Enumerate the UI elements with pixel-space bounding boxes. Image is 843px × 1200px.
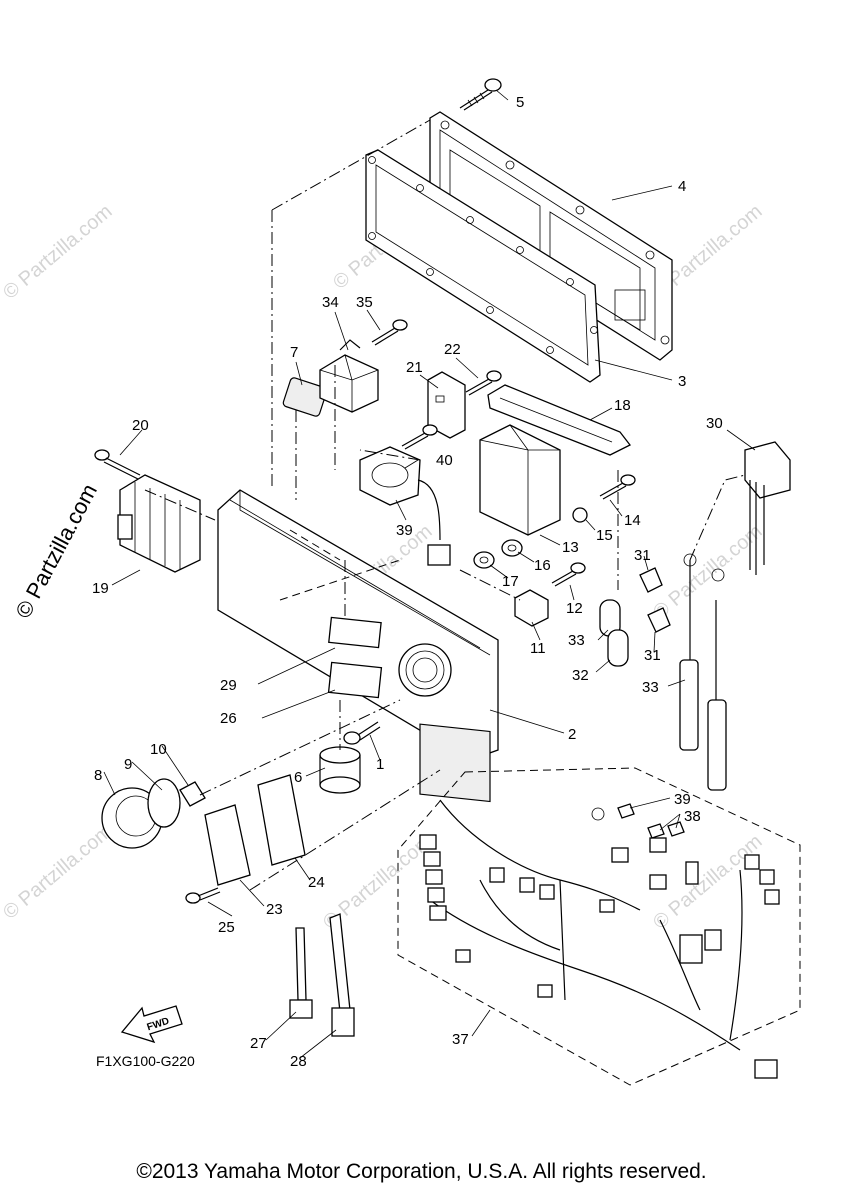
copyright-footer: ©2013 Yamaha Motor Corporation, U.S.A. A… xyxy=(136,1160,707,1183)
part-6-spacer xyxy=(319,746,361,794)
part-24-plate xyxy=(257,774,306,866)
part-number-34: 33 xyxy=(568,632,585,649)
part-4-cover xyxy=(429,111,673,361)
part-37-harness xyxy=(419,799,780,1079)
part-30-connector xyxy=(744,441,791,575)
part-36-screw xyxy=(371,319,408,346)
part-number-33: 33 xyxy=(642,679,659,696)
part-16-grommet xyxy=(501,539,523,557)
part-39-connector xyxy=(617,803,635,819)
part-37-harness-outline xyxy=(397,767,801,1086)
leader-dash xyxy=(689,474,746,561)
part-22-screw xyxy=(465,370,502,396)
watermark-text: © Partzilla.com xyxy=(649,830,766,933)
part-number-2: 2 xyxy=(568,726,576,743)
part-31-nut xyxy=(639,567,663,593)
part-1-bolt xyxy=(343,721,381,745)
part-20-bolt xyxy=(94,449,141,480)
watermark-text: © Partzilla.com xyxy=(0,200,116,303)
diagram-reference-code: F1XG100-G220 xyxy=(96,1053,195,1069)
part-number-24: 24 xyxy=(308,874,325,891)
part-number-25: 25 xyxy=(218,919,235,936)
part-17-grommet xyxy=(473,551,495,569)
part-number-14: 14 xyxy=(624,512,641,529)
part-number-10: 10 xyxy=(150,741,167,758)
part-9-ring xyxy=(147,778,181,828)
part-10-clip xyxy=(179,781,206,807)
part-number-18: 18 xyxy=(614,397,631,414)
part-number-12: 12 xyxy=(566,600,583,617)
part-number-40: 39 xyxy=(396,522,413,539)
part-number-20: 20 xyxy=(132,417,149,434)
part-number-3: 3 xyxy=(678,373,686,390)
part-15-washer xyxy=(572,507,588,523)
part-2-electrical-box xyxy=(217,489,499,803)
part-number-39: 39 xyxy=(674,791,691,808)
part-18-band xyxy=(487,384,631,456)
leader-lines xyxy=(144,119,619,891)
part-27-tie xyxy=(289,927,313,1019)
part-number-32: 32 xyxy=(572,667,589,684)
part-33-cable xyxy=(679,553,727,791)
part-13-control-unit xyxy=(479,424,561,536)
part-number-41: 40 xyxy=(436,452,453,469)
part-number-27: 27 xyxy=(250,1035,267,1052)
part-number-36: 35 xyxy=(356,294,373,311)
part-28-holder xyxy=(329,913,355,1037)
fwd-arrow-icon: FWD xyxy=(120,1005,183,1044)
part-5-screw xyxy=(459,78,502,111)
part-number-22: 22 xyxy=(444,341,461,358)
part-number-7: 7 xyxy=(290,344,298,361)
part-number-35: 34 xyxy=(322,294,339,311)
part-19-rectifier xyxy=(117,474,201,573)
part-number-23: 23 xyxy=(266,901,283,918)
part-number-19: 19 xyxy=(92,580,109,597)
part-number-37: 37 xyxy=(452,1031,469,1048)
part-number-28: 28 xyxy=(290,1053,307,1070)
part-number-8: 8 xyxy=(94,767,102,784)
part-number-21: 21 xyxy=(406,359,423,376)
part-number-1: 1 xyxy=(376,756,384,773)
part-number-6: 6 xyxy=(294,769,302,786)
part-11-bracket xyxy=(514,589,549,627)
watermark-text: © Partzilla.com xyxy=(0,820,116,923)
part-14-screw xyxy=(599,474,636,500)
part-31-nut xyxy=(647,607,671,633)
part-number-labels: 5 4 3 34 35 7 22 21 18 20 30 40 14 39 15… xyxy=(92,94,723,1070)
label-leaders xyxy=(103,89,756,1059)
watermark-side-text: © Partzilla.com xyxy=(10,480,102,623)
part-number-26: 26 xyxy=(220,710,237,727)
part-25-screw xyxy=(185,887,221,904)
part-12-screw xyxy=(551,562,586,587)
part-number-13: 13 xyxy=(562,539,579,556)
part-35-relay xyxy=(319,339,379,413)
part-number-30: 30 xyxy=(706,415,723,432)
part-number-16: 16 xyxy=(534,557,551,574)
part-number-4: 4 xyxy=(678,178,686,195)
part-23-plate xyxy=(204,804,251,886)
part-number-31: 31 xyxy=(634,547,651,564)
part-number-11: 11 xyxy=(530,640,546,657)
part-40-sensor xyxy=(359,446,451,566)
part-number-9: 9 xyxy=(124,756,132,773)
part-41-screw xyxy=(401,424,438,450)
part-number-15: 15 xyxy=(596,527,613,544)
part-number-29: 29 xyxy=(220,677,237,694)
part-number-5: 5 xyxy=(516,94,524,111)
part-number-38: 38 xyxy=(684,808,701,825)
part-32-cap xyxy=(607,629,629,667)
part-38-connector xyxy=(647,821,685,839)
watermark-text: © Partzilla.com xyxy=(649,520,766,623)
part-8-cap xyxy=(101,787,163,849)
part-7-label xyxy=(282,377,328,417)
part-number-31b: 31 xyxy=(644,647,661,664)
part-number-17: 17 xyxy=(502,573,519,590)
